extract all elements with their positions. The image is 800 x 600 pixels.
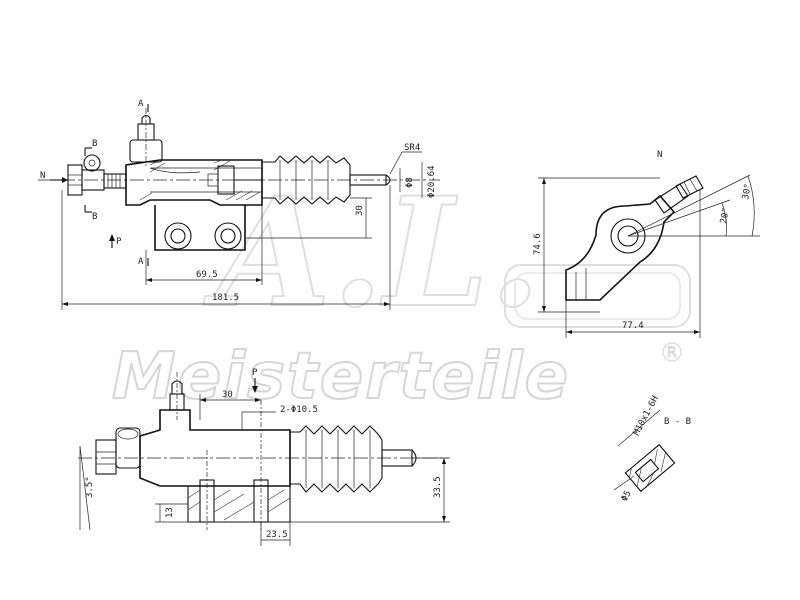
- thread-label: M10x1-6H: [632, 394, 661, 437]
- bleed-port-circle: [83, 154, 101, 172]
- dim-181-label: 181.5: [212, 293, 239, 303]
- angle-20-label: 20°: [719, 207, 732, 225]
- top-view-p-arrowhead: [252, 386, 258, 393]
- boot-dia-label: Φ20.64: [427, 165, 437, 198]
- side-view-mark-a-top: A: [138, 99, 144, 109]
- mount-hole-left-outer: [164, 222, 192, 250]
- top-body: [139, 409, 291, 487]
- dim-13-label: 13: [165, 507, 175, 518]
- side-view-mark-a-bottom: A: [138, 257, 144, 267]
- angle-30-label: 30°: [741, 183, 754, 201]
- dim-23-label: 23.5: [266, 530, 288, 540]
- dim-33-label: 33.5: [433, 476, 443, 498]
- dim-arrow: [442, 458, 446, 464]
- sr4-leader: [389, 151, 403, 175]
- watermark-badge-inner: [514, 272, 681, 320]
- side-view-p-arrowhead: [109, 234, 115, 241]
- thread-leader: [617, 409, 661, 447]
- dim-arrow: [255, 398, 261, 402]
- dim-77-label: 77.4: [622, 321, 644, 331]
- fitting-line: [683, 181, 691, 195]
- top-nut: [95, 439, 117, 475]
- side-view: N B B: [38, 99, 440, 310]
- watermark-registered-circle: [662, 342, 682, 362]
- angle-3-line: [79, 445, 91, 531]
- angle-line-30: [627, 174, 751, 237]
- watermark-registered: R: [667, 345, 677, 361]
- watermark-badge: [504, 264, 691, 328]
- sr4-label: SR4: [404, 143, 420, 153]
- dim-arrow: [256, 278, 262, 282]
- mount-flange: [154, 205, 246, 251]
- top-view-label: P: [252, 368, 258, 378]
- piston-seal: [207, 173, 219, 187]
- dim-arrow: [694, 330, 700, 334]
- section-bb-label: B - B: [664, 417, 691, 427]
- dim-arrow: [62, 302, 68, 306]
- bore-label: Φ5: [620, 489, 634, 503]
- side-view-mark-b-bottom: B: [92, 212, 97, 222]
- dim-74-label: 74.6: [533, 233, 543, 255]
- rod-dia-label: Φ8: [405, 177, 415, 188]
- mount-hole-left: [170, 228, 186, 244]
- dim-arrow: [384, 302, 390, 306]
- mount-hole-right: [220, 228, 236, 244]
- top-boot: [289, 425, 383, 493]
- watermark-logo: A.L.: [203, 165, 541, 341]
- dust-boot: [261, 155, 351, 205]
- watermark-brand: Meisterteile: [112, 340, 570, 414]
- bore-leader: [613, 475, 635, 491]
- dim-arrow: [146, 278, 152, 282]
- mount-hole-right-outer: [214, 222, 242, 250]
- section-bb: B - B M10x1-6H Φ5: [613, 394, 691, 503]
- angle-arc-20: [721, 202, 727, 237]
- section-bb-body: [624, 443, 676, 493]
- push-rod: [349, 174, 387, 186]
- top-flange: [187, 486, 291, 523]
- watermark: A.L. Meisterteile R: [111, 164, 691, 415]
- dim-30-label: 30: [355, 205, 365, 216]
- top-flange-hatch: [187, 489, 291, 521]
- end-view-fitting-nut: [675, 175, 704, 199]
- dim-69-label: 69.5: [196, 270, 218, 280]
- dim-arrow: [542, 306, 546, 312]
- dim-arrow: [442, 516, 446, 522]
- side-view-n-arrowhead: [62, 177, 68, 183]
- side-view-mark-p: P: [116, 237, 122, 247]
- angle-arc-30: [747, 175, 755, 237]
- dim-30-top-label: 30: [222, 390, 233, 400]
- side-view-mark-b-top: B: [92, 139, 97, 149]
- push-rod-tip: [385, 174, 391, 186]
- side-view-mark-n: N: [40, 171, 45, 181]
- angle-3-label: 3.5°: [85, 476, 95, 498]
- end-view-body: [565, 194, 676, 301]
- dim-arrow: [566, 330, 572, 334]
- bleed-port-hole: [88, 159, 96, 167]
- top-view: P: [78, 368, 450, 546]
- end-view: N 30° 20° 74.6 77.4: [533, 150, 760, 338]
- end-view-label: N: [657, 150, 662, 160]
- bore-curve: [149, 167, 201, 174]
- cylinder-body: [125, 159, 263, 206]
- dim-arrow: [200, 398, 206, 402]
- inlet-threads: [103, 173, 127, 189]
- top-banjo: [115, 427, 141, 469]
- fitting-line: [689, 178, 698, 192]
- top-banjo-ring: [117, 428, 139, 440]
- angle-line-20: [627, 199, 731, 237]
- dim-arrow: [542, 178, 546, 184]
- bleeder-tip: [141, 114, 151, 124]
- holes-label: 2-Φ10.5: [280, 405, 318, 415]
